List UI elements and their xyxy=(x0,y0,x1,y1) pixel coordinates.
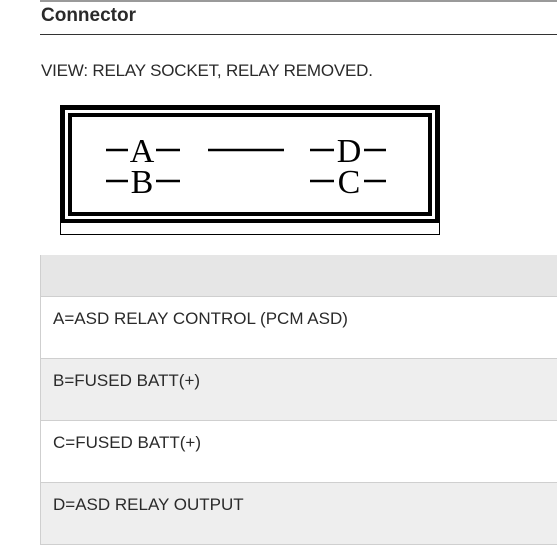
pin-label-c: C xyxy=(338,164,361,201)
table-header-row xyxy=(40,255,557,296)
relay-socket-diagram: A B C D xyxy=(60,105,440,235)
title-underline xyxy=(40,34,557,35)
view-caption: VIEW: RELAY SOCKET, RELAY REMOVED. xyxy=(41,61,373,80)
section-title: Connector xyxy=(41,5,136,26)
pin-c-description: C=FUSED BATT(+) xyxy=(53,432,201,452)
pin-label-b: B xyxy=(131,164,154,201)
pin-b-description: B=FUSED BATT(+) xyxy=(53,370,201,390)
pin-label-d: D xyxy=(337,133,362,170)
diagram-outer-border xyxy=(61,106,439,223)
table-header-cell xyxy=(41,255,557,296)
top-divider xyxy=(40,0,557,2)
pin-label-a: A xyxy=(130,133,155,170)
pin-leads xyxy=(106,148,386,183)
diagram-inner-border xyxy=(68,113,432,216)
pin-a-description: A=ASD RELAY CONTROL (PCM ASD) xyxy=(53,308,348,328)
table-row: B=FUSED BATT(+) xyxy=(40,358,557,420)
table-row: C=FUSED BATT(+) xyxy=(40,420,557,482)
pin-d-description: D=ASD RELAY OUTPUT xyxy=(53,494,244,514)
table-row: D=ASD RELAY OUTPUT xyxy=(40,482,557,544)
pin-table: A=ASD RELAY CONTROL (PCM ASD) B=FUSED BA… xyxy=(40,255,557,545)
table-row: A=ASD RELAY CONTROL (PCM ASD) xyxy=(40,296,557,358)
